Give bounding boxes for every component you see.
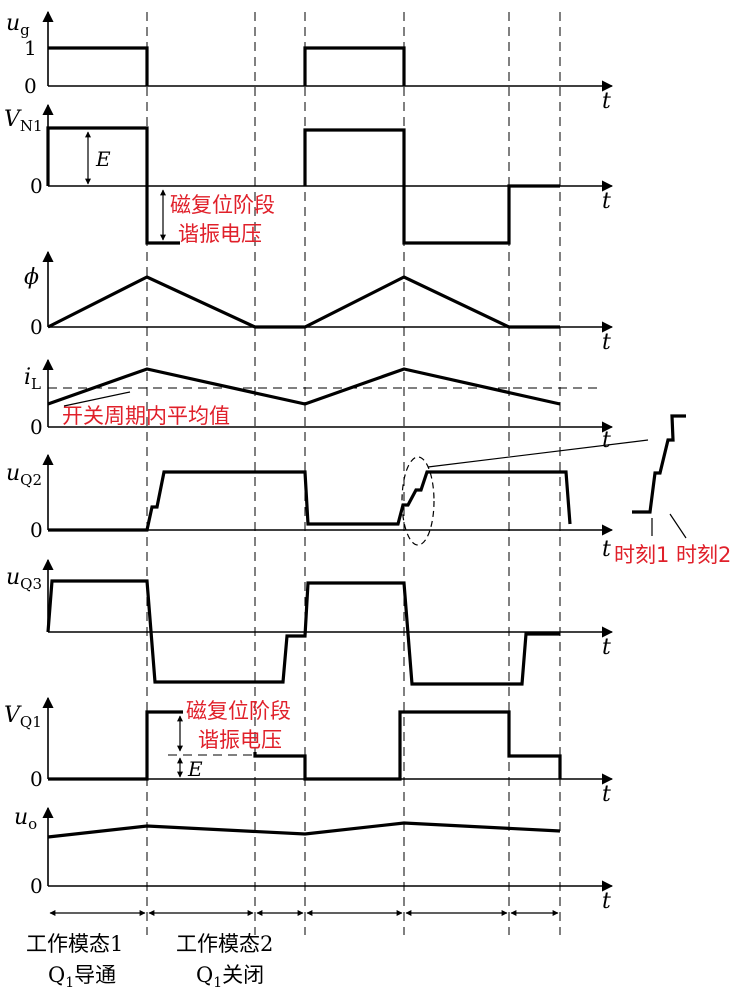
annotation-reset-1b: 谐振电压	[178, 222, 262, 246]
uq3-waveform	[46, 579, 560, 686]
vq1-t-label: t	[602, 782, 611, 807]
panel-uq2: uQ2 0 t 时刻1 时刻2	[6, 414, 731, 567]
vq1-waveform	[48, 710, 562, 781]
il-t-label: t	[602, 428, 611, 453]
mode1-title: 工作模态1	[26, 932, 123, 956]
vn1-waveform	[46, 126, 560, 245]
panel-vq1: VQ1 E 0 t 磁复位阶段 谐振电压	[4, 696, 614, 807]
ug-one-tick: 1	[24, 36, 37, 60]
uq2-zero-tick: 0	[30, 518, 43, 542]
il-waveform	[47, 367, 561, 406]
il-zero-tick: 0	[30, 415, 43, 439]
vq1-E-label: E	[187, 757, 203, 781]
uq3-t-label: t	[602, 635, 611, 660]
ug-t-label: t	[602, 89, 611, 114]
annotation-reset-2b: 谐振电压	[198, 728, 282, 752]
uo-label: uo	[14, 805, 37, 833]
vn1-E-label: E	[95, 147, 111, 171]
uo-t-label: t	[602, 889, 611, 914]
annotation-reset-2a: 磁复位阶段	[186, 699, 291, 723]
phi-zero-tick: 0	[30, 315, 43, 339]
mode2-title: 工作模态2	[176, 932, 273, 956]
il-label: iL	[24, 365, 41, 393]
vq1-zero-tick: 0	[30, 767, 43, 791]
uq2-zoom-ellipse	[401, 456, 435, 546]
ug-zero-tick: 0	[24, 74, 37, 98]
uq2-zoom-inset	[632, 414, 686, 514]
annotation-moment: 时刻1 时刻2	[614, 543, 731, 567]
uo-zero-tick: 0	[30, 874, 43, 898]
uq3-label: uQ3	[6, 565, 42, 593]
panel-vn1: VN1 E 0 t 磁复位阶段 谐振电压	[4, 103, 614, 246]
mode1-state: Q1导通	[48, 963, 116, 991]
uq2-t-label: t	[602, 537, 611, 562]
panel-ug: ug 1 0 t	[6, 10, 614, 114]
panel-uq3: uQ3 t	[6, 558, 614, 686]
mode-labels: 工作模态1 Q1导通 工作模态2 Q1关闭	[26, 932, 273, 991]
vn1-t-label: t	[602, 189, 611, 214]
ug-waveform	[48, 46, 406, 86]
vq1-label: VQ1	[4, 703, 42, 731]
uo-waveform	[47, 821, 561, 839]
panel-il: iL 0 开关周期内平均值 t	[24, 358, 614, 453]
phi-label: ϕ	[24, 265, 39, 290]
vn1-zero-tick: 0	[30, 174, 43, 198]
annotation-average: 开关周期内平均值	[62, 404, 230, 428]
panel-phi: ϕ 0 t	[24, 250, 614, 355]
vn1-label: VN1	[4, 107, 43, 135]
phi-waveform	[47, 275, 560, 329]
uq2-label: uQ2	[6, 461, 42, 489]
uq2-waveform	[48, 470, 572, 532]
phi-t-label: t	[602, 330, 611, 355]
ug-label: ug	[6, 11, 30, 39]
panel-uo: uo 0 t	[14, 805, 614, 914]
mode2-state: Q1关闭	[196, 963, 264, 991]
annotation-reset-1a: 磁复位阶段	[170, 193, 275, 217]
